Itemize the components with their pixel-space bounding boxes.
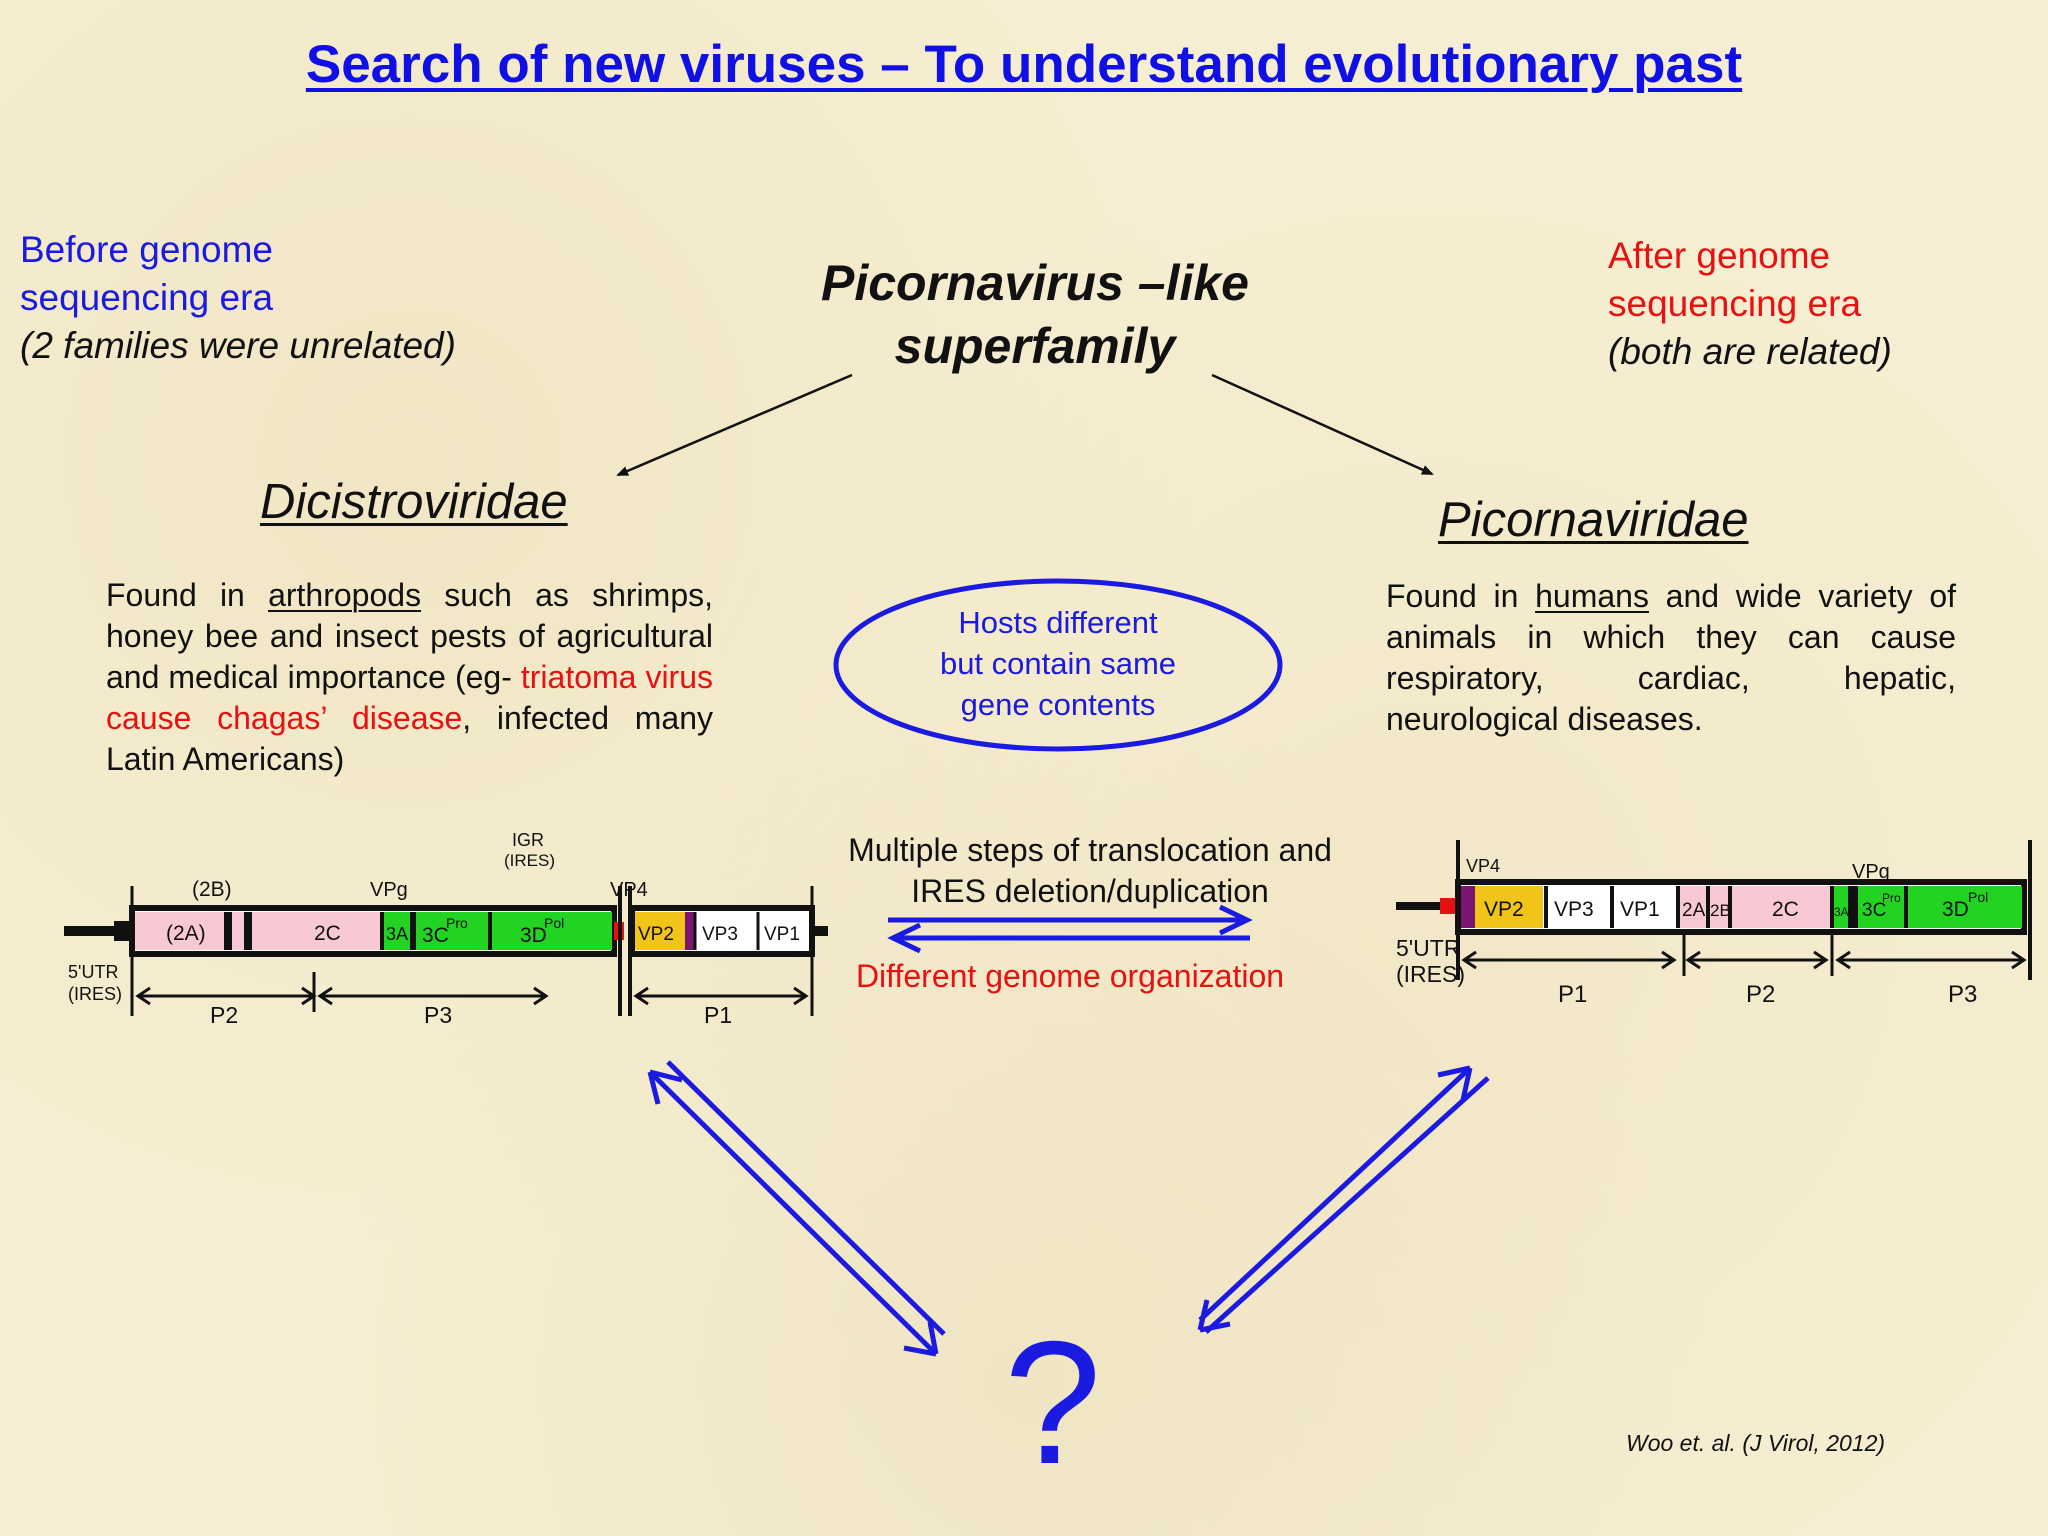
dicistroviridae-heading: Dicistroviridae	[260, 475, 568, 529]
label-3d: 3D	[520, 924, 547, 947]
slide-title: Search of new viruses – To understand ev…	[305, 35, 1743, 94]
r-block-p3	[1832, 886, 2022, 928]
label-2b: (2B)	[192, 878, 232, 901]
dicistro-desc-mid: such as shrimps, honey bee and insect pe…	[106, 577, 714, 695]
ellipse-line1: Hosts different	[958, 605, 1158, 640]
steps-line2: IRES deletion/duplication	[911, 873, 1269, 909]
different-genome-label: Different genome organization	[855, 958, 1285, 994]
before-era-line2: sequencing era	[20, 277, 274, 318]
left-utr-line	[64, 926, 132, 936]
block-vp2	[635, 912, 685, 950]
r-label-vp3: VP3	[1554, 898, 1594, 921]
label-2a: (2A)	[166, 922, 206, 945]
arrow-to-picorna	[1211, 373, 1434, 476]
r-label-2a: 2A	[1682, 900, 1706, 921]
steps-line1: Multiple steps of translocation and	[848, 832, 1332, 868]
picornavirus-genome-map: VP4 VPg VP2 VP3 VP1 2A 2B 2C 3A 3C Pro 3…	[1396, 840, 2032, 1008]
hosts-ellipse-text: Hosts different but contain same gene co…	[836, 602, 1280, 725]
r-label-vp1: VP1	[1620, 898, 1660, 921]
label-vp3: VP3	[702, 924, 738, 945]
picornaviridae-heading: Picornaviridae	[1438, 493, 1749, 547]
label-left-p3: P3	[424, 1002, 452, 1028]
r-label-p1: P1	[1558, 981, 1587, 1008]
before-era-note: (2 families were unrelated)	[20, 325, 456, 366]
dicistro-desc-pre: Found in	[106, 577, 269, 613]
arrow-to-dicistro	[616, 373, 853, 477]
dicistro-desc-disease: triatoma virus cause chagas’ disease	[106, 659, 714, 736]
dicistro-desc-post: , infected many Latin Americans)	[106, 700, 714, 777]
after-era-note: (both are related)	[1608, 331, 1892, 372]
right-diagonal-arrow-icon	[1197, 1065, 1490, 1334]
r-block-vp2	[1475, 886, 1543, 928]
block-2c	[252, 912, 382, 950]
r-label-2b: 2B	[1710, 901, 1731, 920]
translocation-note: Multiple steps of translocation and IRES…	[820, 830, 1360, 912]
question-mark: ?	[1004, 1306, 1102, 1501]
block-2a	[135, 912, 265, 950]
double-arrow-icon	[887, 904, 1253, 954]
label-pro: Pro	[446, 915, 468, 931]
picorna-desc-pre: Found in	[1386, 578, 1536, 614]
label-vpg: VPg	[370, 879, 408, 901]
block-3a	[384, 912, 410, 950]
ellipse-line2: but contain same	[939, 646, 1177, 681]
r-label-pro: Pro	[1882, 891, 1901, 905]
block-vp4	[685, 912, 695, 950]
picornaviridae-description: Found in humans and wide variety of anim…	[1386, 576, 1956, 740]
block-3d	[490, 912, 612, 950]
label-2c: 2C	[314, 922, 341, 945]
r-label-pol: Pol	[1968, 889, 1988, 905]
label-vp4: VP4	[610, 879, 648, 901]
after-era-line1: After genome	[1608, 235, 1831, 276]
label-left-p2: P2	[210, 1002, 238, 1028]
r-block-vp4	[1461, 886, 1475, 928]
r-label-vp2: VP2	[1484, 898, 1524, 921]
r-label-2c: 2C	[1772, 898, 1799, 921]
superfamily-line1: Picornavirus –like	[820, 255, 1249, 311]
label-igr-ires: (IRES)	[504, 851, 555, 870]
left-diagonal-arrow-icon	[647, 1060, 946, 1357]
label-left-ires: (IRES)	[68, 984, 122, 1004]
citation: Woo et. al. (J Virol, 2012)	[1626, 1430, 1886, 1456]
r-label-p2: P2	[1746, 981, 1775, 1008]
right-region-arrows	[1461, 932, 2027, 976]
r-label-p3: P3	[1948, 981, 1977, 1008]
after-era-line2: sequencing era	[1608, 283, 1862, 324]
left-region-arrows	[135, 972, 809, 1012]
picorna-desc-host: humans	[1535, 578, 1649, 614]
label-3a: 3A	[386, 924, 408, 944]
r-label-3a: 3A	[1834, 905, 1849, 919]
ellipse-line3: gene contents	[960, 687, 1156, 722]
r-label-vp4: VP4	[1466, 856, 1500, 876]
block-3c	[416, 912, 490, 950]
superfamily-label: Picornavirus –like superfamily	[780, 252, 1290, 378]
label-igr: IGR	[512, 830, 544, 850]
r-label-3c: 3C	[1862, 900, 1886, 921]
label-pol: Pol	[544, 915, 564, 931]
dicistroviridae-description: Found in arthropods such as shrimps, hon…	[106, 575, 713, 780]
r-label-vpg: VPg	[1852, 861, 1890, 883]
after-era-block: After genome sequencing era (both are re…	[1608, 232, 1892, 376]
dicistrovirus-genome-map: (2A) (2B) 2C 3A VPg 3C Pro 3D Pol IGR (I…	[64, 830, 828, 1028]
label-3c: 3C	[422, 924, 449, 947]
label-left-utr: 5'UTR	[68, 962, 118, 982]
r-label-ires: (IRES)	[1396, 961, 1465, 987]
superfamily-line2: superfamily	[894, 318, 1176, 374]
r-label-utr: 5'UTR	[1396, 935, 1460, 961]
hosts-ellipse	[833, 578, 1283, 752]
before-era-block: Before genome sequencing era (2 families…	[20, 226, 456, 370]
r-label-3d: 3D	[1942, 898, 1969, 921]
label-vp1: VP1	[764, 924, 800, 945]
label-left-p1: P1	[704, 1002, 732, 1028]
label-vp2: VP2	[638, 924, 674, 945]
before-era-line1: Before genome	[20, 229, 274, 270]
dicistro-desc-host: arthropods	[268, 577, 422, 613]
picorna-desc-post: and wide variety of animals in which the…	[1386, 578, 1957, 737]
